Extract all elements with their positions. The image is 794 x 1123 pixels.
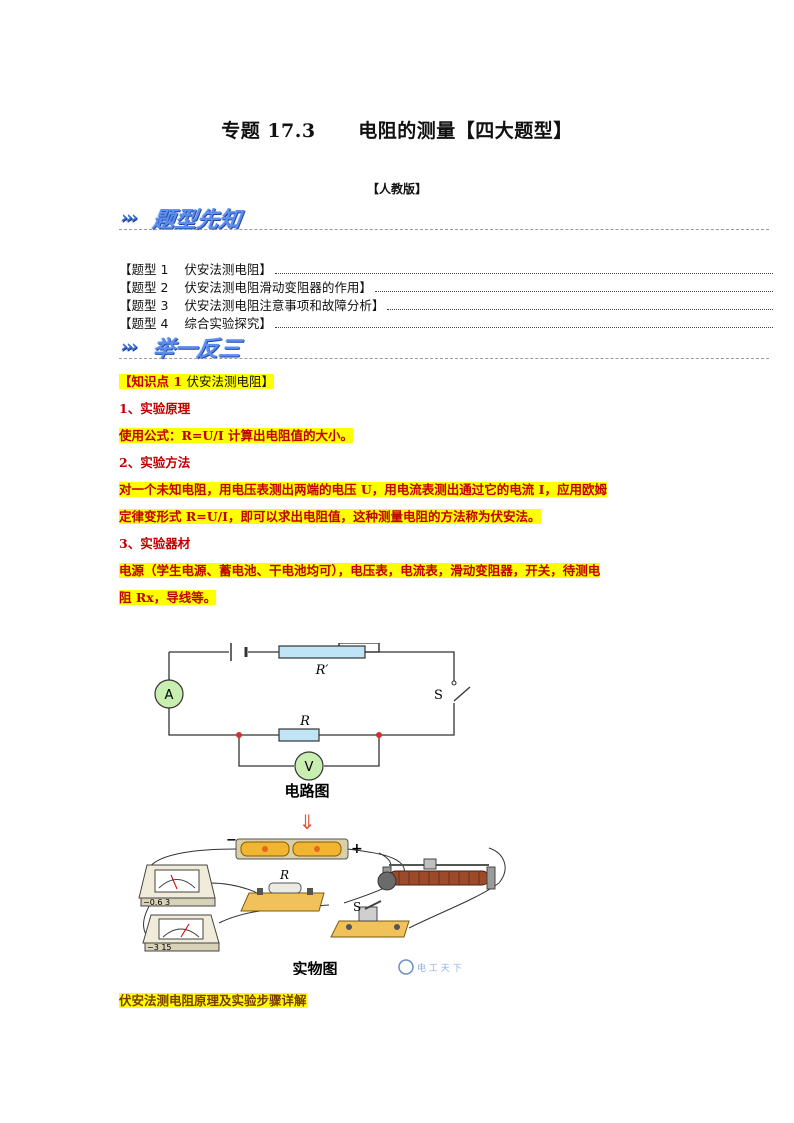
battery-minus-sign: − (226, 833, 237, 848)
toc-entry-label: 【题型 4 综合实验探究】 (119, 316, 272, 331)
toc-entry-label: 【题型 3 伏安法测电阻注意事项和故障分析】 (119, 298, 385, 313)
knowledge-point-number: 1 (173, 374, 183, 389)
section-heading-equipment: 3、实验器材 (119, 536, 191, 551)
watermark-logo: 电 工 天 下 (398, 959, 462, 975)
real-ammeter (138, 864, 216, 907)
ammeter-label: A (165, 688, 174, 703)
section-heading-method: 2、实验方法 (119, 455, 191, 470)
toc-leader-dots (387, 309, 773, 310)
real-battery-pack (235, 838, 349, 860)
voltmeter-scale-label: −3 15 (147, 943, 172, 952)
banner-divider (119, 229, 769, 230)
toc-leader-dots (274, 273, 773, 274)
battery-plus-sign: + (351, 841, 363, 857)
circuit-wires (168, 643, 455, 767)
switch-icon (451, 680, 471, 702)
equipment-text-line-1: 电源（学生电源、蓄电池、干电池均可），电压表，电流表，滑动变阻器，开关，待测电 (119, 563, 601, 578)
equipment-text-line-2: 阻 Rx，导线等。 (119, 590, 217, 605)
real-voltmeter (142, 914, 220, 952)
voltmeter-label: V (305, 760, 314, 775)
voltmeter-symbol (294, 751, 324, 781)
principle-text: 使用公式：R=U/I 计算出电阻值的大小。 (119, 428, 354, 443)
real-rheostat (377, 858, 496, 891)
junction-dot (376, 732, 382, 738)
banner-divider (119, 358, 769, 359)
resistor-symbol (278, 728, 320, 742)
knowledge-point-heading: 【知识点 1 伏安法测电阻】 (119, 374, 274, 389)
junction-dot (236, 732, 242, 738)
article-link[interactable]: 伏安法测电阻原理及实验步骤详解 (119, 993, 307, 1008)
banner-examples: ››› 举一反三 (119, 331, 779, 362)
switch-label: S (434, 688, 443, 703)
circuit-figure: R′ S A R V 电路图 ⇓ − + (119, 643, 511, 975)
toc-entry-1[interactable]: 【题型 1 伏安法测电阻】 (119, 259, 775, 277)
toc-entry-3[interactable]: 【题型 3 伏安法测电阻注意事项和故障分析】 (119, 295, 775, 313)
circuit-figure-svg: R′ S A R V 电路图 ⇓ − + (119, 643, 511, 975)
toc-entry-label: 【题型 2 伏安法测电阻滑动变阻器的作用】 (119, 280, 372, 295)
document-title: 专题 17.3 电阻的测量【四大题型】 (221, 120, 573, 142)
table-of-contents: 【题型 1 伏安法测电阻】 【题型 2 伏安法测电阻滑动变阻器的作用】 【题型 … (119, 259, 775, 331)
real-switch (330, 900, 410, 938)
rheostat-slider-wire (339, 643, 380, 652)
banner-arrows-icon: ››› (121, 208, 138, 228)
real-resistor (240, 882, 325, 912)
resistor-label: R (299, 714, 310, 729)
knowledge-point-title: 伏安法测电阻】 (186, 374, 274, 389)
banner-question-types: ››› 题型先知 (119, 202, 779, 233)
ammeter-scale-label: −0.6 3 (143, 898, 170, 907)
ammeter-symbol (154, 679, 184, 709)
banner-arrows-icon: ››› (121, 337, 138, 357)
knowledge-section: 【知识点 1 伏安法测电阻】 1、实验原理 使用公式：R=U/I 计算出电阻值的… (119, 372, 689, 615)
down-arrow-icon: ⇓ (299, 810, 316, 834)
method-text-line-1: 对一个未知电阻，用电压表测出两端的电压 U，用电流表测出通过它的电流 I，应用欧… (119, 482, 607, 497)
toc-leader-dots (374, 291, 773, 292)
toc-entry-label: 【题型 1 伏安法测电阻】 (119, 262, 272, 277)
toc-entry-2[interactable]: 【题型 2 伏安法测电阻滑动变阻器的作用】 (119, 277, 775, 295)
real-switch-label: S (353, 900, 361, 914)
rheostat-symbol (278, 645, 366, 659)
method-text-line-2: 定律变形式 R=U/I，即可以求出电阻值，这种测量电阻的方法称为伏安法。 (119, 509, 541, 524)
battery-icon (230, 643, 248, 661)
real-caption: 实物图 (292, 960, 337, 975)
edition-label: 【人教版】 (366, 182, 427, 196)
section-heading-principle: 1、实验原理 (119, 401, 191, 416)
knowledge-point-prefix: 【知识点 (119, 374, 170, 389)
toc-entry-4[interactable]: 【题型 4 综合实验探究】 (119, 313, 775, 331)
real-resistor-label: R (279, 868, 289, 882)
watermark-text: 电 工 天 下 (417, 962, 462, 974)
rheostat-label: R′ (315, 663, 329, 678)
circuit-caption: 电路图 (284, 782, 329, 800)
toc-leader-dots (274, 327, 773, 328)
